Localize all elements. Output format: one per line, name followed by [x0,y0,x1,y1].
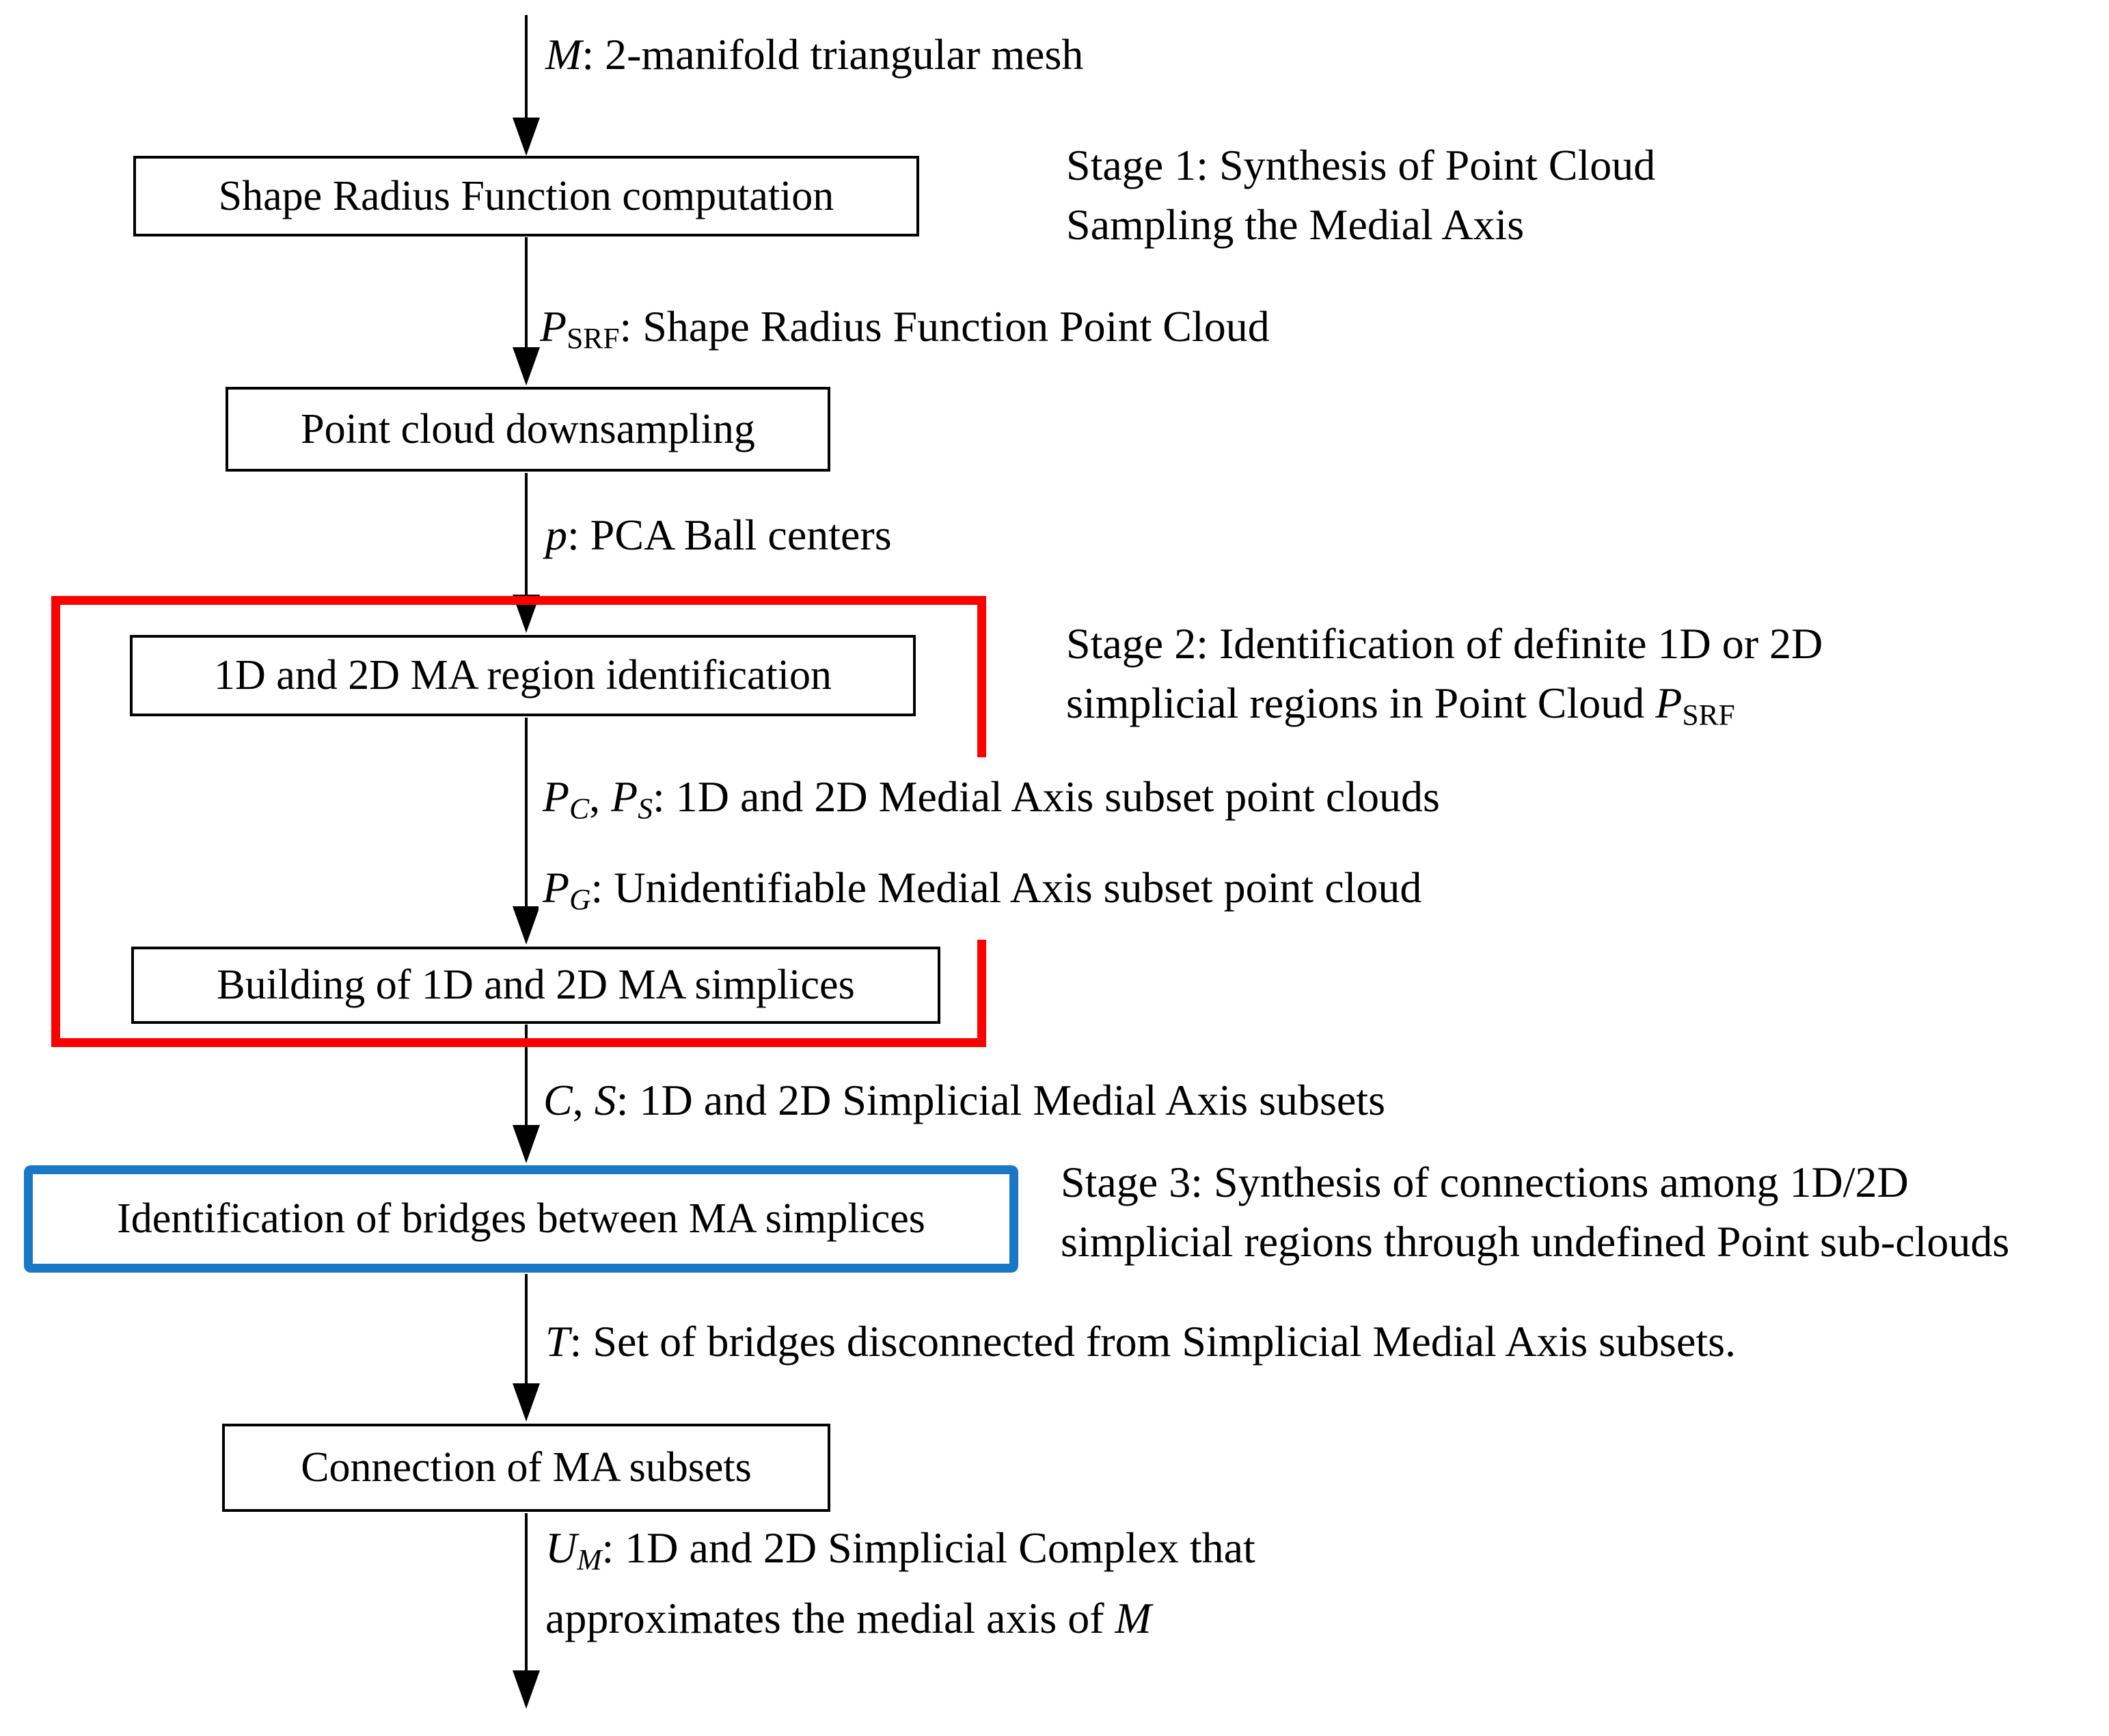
box-connection-ma-subsets-label: Connection of MA subsets [301,1444,752,1491]
label-subset-point-clouds: PC, PS: 1D and 2D Medial Axis subset poi… [539,757,1458,940]
arrow-bridges-to-connect [513,1274,540,1422]
box-connection-ma-subsets: Connection of MA subsets [222,1424,830,1512]
stage2-note-line2: simplicial regions in Point Cloud PSRF [1066,679,1735,732]
arrow-region-to-build [513,718,540,945]
stage3-note-line2: simplicial regions through undefined Poi… [1061,1217,2010,1266]
label-pca-ball-centers: p: PCA Ball centers [545,511,892,559]
stage1-note: Stage 1: Synthesis of Point Cloud Sampli… [1066,135,1655,254]
label-input-mesh: M: 2-manifold triangular mesh [545,30,1084,79]
box-point-cloud-downsampling: Point cloud downsampling [226,387,830,472]
arrow-srf-to-downsample [513,237,540,385]
box-bridge-identification-label: Identification of bridges between MA sim… [117,1195,925,1242]
stage3-note: Stage 3: Synthesis of connections among … [1061,1152,2009,1271]
box-building-ma-simplices-label: Building of 1D and 2D MA simplices [217,962,855,1008]
label-bridge-set: T: Set of bridges disconnected from Simp… [545,1317,1737,1366]
stage3-note-line1: Stage 3: Synthesis of connections among … [1061,1158,1909,1206]
box-ma-region-identification-label: 1D and 2D MA region identification [214,652,832,699]
label-simplicial-subsets: C, S: 1D and 2D Simplicial Medial Axis s… [543,1076,1385,1124]
stage1-note-line1: Stage 1: Synthesis of Point Cloud [1066,141,1656,189]
box-building-ma-simplices: Building of 1D and 2D MA simplices [131,947,940,1024]
label-output-complex-line2: approximates the medial axis of M [545,1594,1152,1643]
stage2-note: Stage 2: Identification of definite 1D o… [1066,614,1823,745]
box-shape-radius-function-label: Shape Radius Function computation [218,172,834,219]
box-shape-radius-function: Shape Radius Function computation [133,156,919,236]
box-ma-region-identification: 1D and 2D MA region identification [130,635,916,716]
box-point-cloud-downsampling-label: Point cloud downsampling [301,405,755,452]
box-bridge-identification: Identification of bridges between MA sim… [24,1165,1018,1273]
stage2-note-line1: Stage 2: Identification of definite 1D o… [1066,619,1823,668]
label-pc-ps: PC, PS: 1D and 2D Medial Axis subset poi… [543,772,1440,826]
stage2-outline [51,596,986,1047]
arrow-input-to-srf [513,15,540,156]
label-output-complex: UM: 1D and 2D Simplicial Complex that ap… [545,1519,1255,1648]
label-psrf-point-cloud: PSRF: Shape Radius Function Point Cloud [540,302,1270,355]
label-pg: PG: Unidentifiable Medial Axis subset po… [543,863,1422,917]
stage1-note-line2: Sampling the Medial Axis [1066,200,1525,249]
label-output-complex-line1: UM: 1D and 2D Simplicial Complex that [545,1523,1255,1577]
arrow-output [513,1513,540,1709]
